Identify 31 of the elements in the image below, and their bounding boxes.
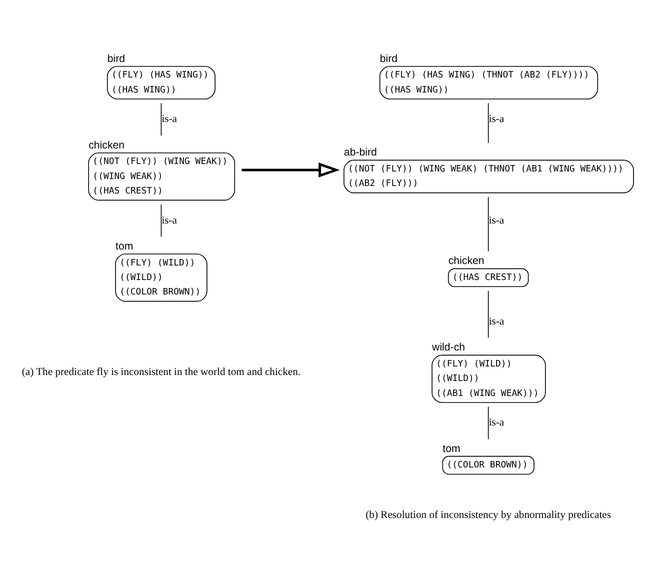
label: (b) Resolution of inconsistency by abnormality predicates: [366, 509, 612, 520]
node-box: ((NOT (FLY)) (WING WEAK) (THNOT (AB1 (WING WEAK)))) ((AB2 (FLY))): [344, 159, 634, 193]
node-label: ab-bird: [344, 146, 377, 158]
node-box: ((HAS CREST)): [448, 268, 529, 287]
node-label: tom: [116, 240, 134, 252]
node-label: tom: [442, 442, 460, 454]
node-label: bird: [107, 52, 126, 64]
edge-label: is-a: [162, 114, 178, 125]
edge-label: is-a: [162, 214, 178, 226]
edge-label: is-a: [488, 114, 504, 125]
arrow: [242, 162, 340, 177]
edge-label: is-a: [488, 316, 504, 327]
connector: [488, 102, 489, 143]
node-box: ((FLY) (HAS WING)) ((HAS WING)): [106, 65, 216, 99]
node-box: ((FLY) (HAS WING) (THNOT (AB2 (FLY)))) ((HAS WING)): [379, 65, 598, 99]
node-box: ((COLOR BROWN)): [442, 455, 534, 474]
node-box: ((NOT (FLY)) (WING WEAK)) ((WING WEAK)) ((HAS CREST)): [88, 152, 236, 200]
node-box: ((FLY) (WILD)) ((WILD)) ((COLOR BROWN)): [115, 253, 208, 302]
label: (a) The predicate fly is inconsistent in the world tom and chicken.: [22, 366, 301, 378]
node-box: ((FLY) (WILD)) ((WILD)) ((AB1 (WING WEAK))): [432, 354, 546, 402]
node-label: wild-ch: [432, 341, 466, 354]
node-label: chicken: [88, 138, 125, 151]
connector: [488, 406, 489, 439]
edge-label: is-a: [488, 417, 504, 428]
connector: [160, 204, 162, 237]
node-label: bird: [380, 52, 398, 64]
edge-label: is-a: [488, 214, 504, 226]
node-label: chicken: [448, 254, 484, 267]
connector: [488, 196, 489, 252]
connector: [488, 290, 489, 338]
connector: [160, 102, 162, 136]
